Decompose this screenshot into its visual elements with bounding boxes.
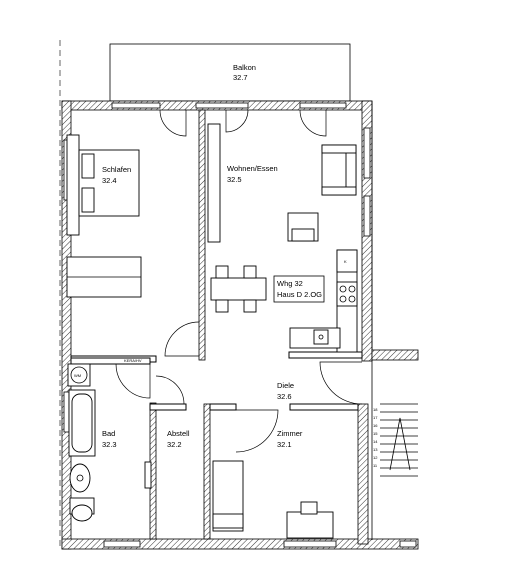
- stair-number-6: 13: [373, 447, 378, 452]
- toilet: [69, 497, 95, 522]
- bed: [66, 134, 140, 236]
- abstell-number: 32.2: [167, 440, 182, 449]
- stair-number-2: 17: [373, 415, 378, 420]
- schlafen-name: Schlafen: [102, 165, 131, 174]
- stair-number-7: 12: [373, 455, 378, 460]
- stair-number-4: 15: [373, 431, 378, 436]
- bathtub: [68, 389, 96, 457]
- balkon-number: 32.7: [233, 73, 248, 82]
- zimmer-name: Zimmer: [277, 429, 303, 438]
- diele-number: 32.6: [277, 392, 292, 401]
- unit-label-line2: Haus D 2.OG: [277, 290, 322, 299]
- wohnen-number: 32.5: [227, 175, 242, 184]
- zimmer-bed: [212, 460, 244, 532]
- zimmer-number: 32.1: [277, 440, 292, 449]
- washing-machine: [67, 363, 91, 387]
- sofa: [321, 144, 357, 196]
- storage-shelf: [144, 461, 152, 489]
- kerra-label: KERA/HV: [124, 358, 142, 363]
- interior-walls: [70, 109, 363, 540]
- abstell-name: Abstell: [167, 429, 190, 438]
- kitchen: [289, 249, 358, 353]
- schlafen-number: 32.4: [102, 176, 117, 185]
- wm-label: WM: [74, 373, 81, 378]
- wohnen-name: Wohnen/Essen: [227, 164, 278, 173]
- sink: [69, 463, 91, 493]
- stair-number-5: 14: [373, 439, 378, 444]
- unit-label-line1: Whg 32: [277, 279, 303, 288]
- dining-table: [210, 265, 267, 313]
- balcony-outline: [109, 43, 351, 102]
- windows: [63, 102, 417, 548]
- stair-number-3: 16: [373, 423, 378, 428]
- staircase: 18 17 16 15 14 13 12 11: [371, 360, 418, 540]
- desk: [286, 501, 334, 539]
- stair-number-8: 11: [373, 463, 378, 468]
- armchair: [287, 212, 319, 242]
- diele-name: Diele: [277, 381, 294, 390]
- stair-number-1: 18: [373, 407, 378, 412]
- balkon-name: Balkon: [233, 63, 256, 72]
- k-label: K: [344, 259, 347, 264]
- doors: [115, 109, 363, 453]
- shelf: [207, 123, 221, 243]
- bad-name: Bad: [102, 429, 115, 438]
- bad-number: 32.3: [102, 440, 117, 449]
- unit-label-box: [273, 275, 325, 303]
